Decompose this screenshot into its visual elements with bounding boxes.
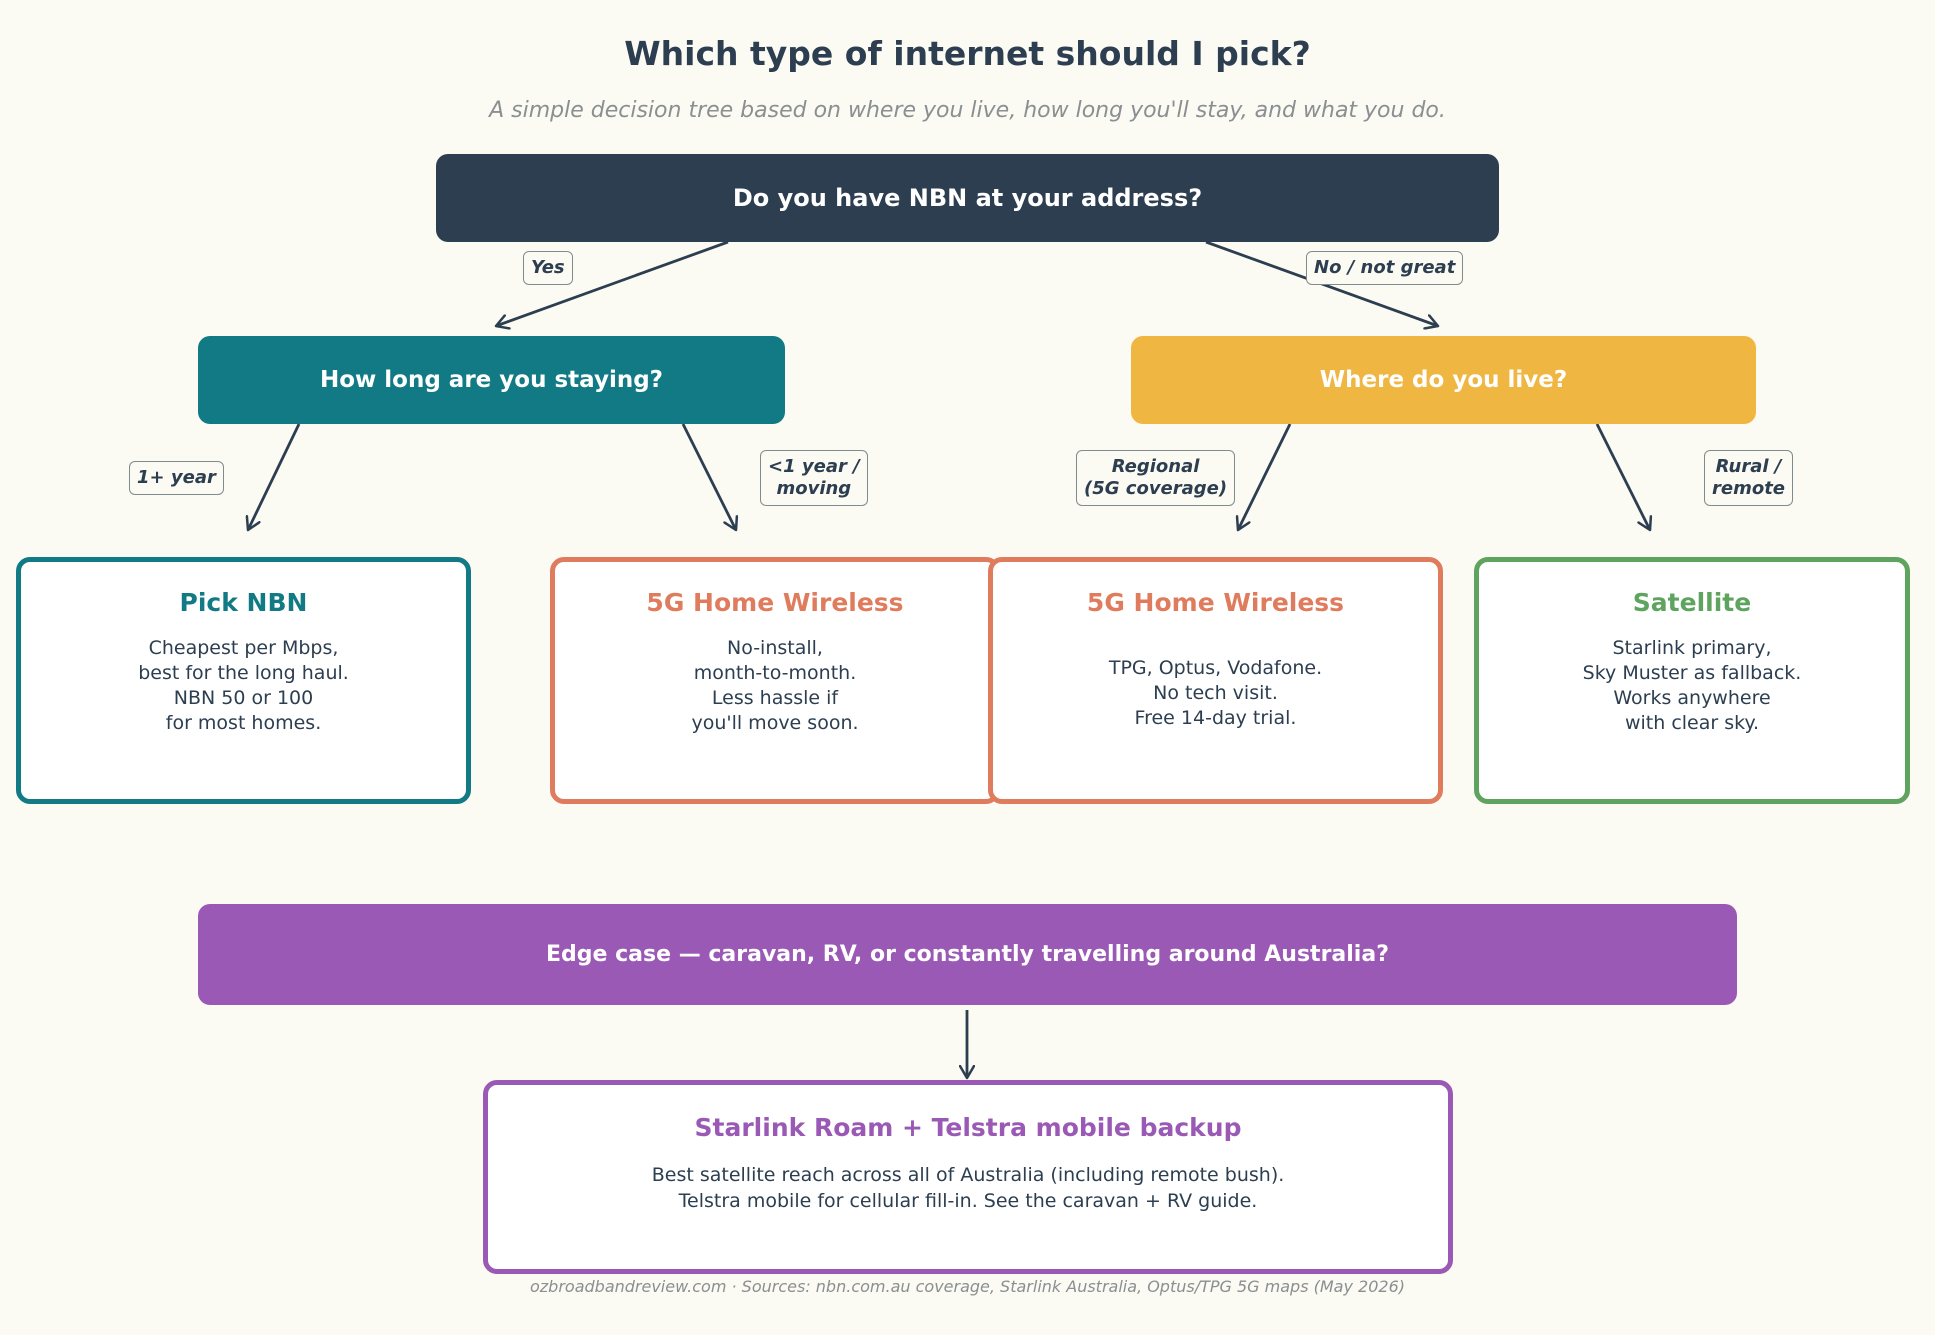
question-how-long-staying: How long are you staying? <box>198 336 785 424</box>
question-edge-case-travelling: Edge case — caravan, RV, or constantly t… <box>198 904 1737 1005</box>
question-nbn-at-address-label: Do you have NBN at your address? <box>732 184 1203 212</box>
answer-satellite-title: Satellite <box>1632 588 1752 617</box>
edge-label-yes: Yes <box>523 251 573 285</box>
answer-5g-regional-title: 5G Home Wireless <box>1086 588 1345 617</box>
question-where-live: Where do you live? <box>1131 336 1756 424</box>
page-title: Which type of internet should I pick? <box>624 34 1311 73</box>
answer-5g-regional-body: TPG, Optus, Vodafone. No tech visit. Fre… <box>1108 657 1323 729</box>
arrow-live-regional <box>1238 423 1292 530</box>
answer-satellite: Satellite Starlink primary, Sky Muster a… <box>1474 557 1910 804</box>
arrow-live-rural <box>1595 423 1650 530</box>
arrow-stay-less1 <box>681 423 736 530</box>
answer-satellite-body: Starlink primary, Sky Muster as fallback… <box>1582 637 1802 734</box>
answer-starlink-roam-title: Starlink Roam + Telstra mobile backup <box>694 1113 1242 1142</box>
question-where-live-label: Where do you live? <box>1319 367 1568 393</box>
question-how-long-staying-label: How long are you staying? <box>319 367 664 393</box>
page-subtitle: A simple decision tree based on where yo… <box>489 98 1446 123</box>
edge-label-no: No / not great <box>1306 251 1464 285</box>
answer-pick-nbn-body: Cheapest per Mbps, best for the long hau… <box>138 637 349 734</box>
footer-sources: ozbroadbandreview.com · Sources: nbn.com… <box>529 1277 1405 1296</box>
question-nbn-at-address: Do you have NBN at your address? <box>436 154 1499 242</box>
answer-pick-nbn-title: Pick NBN <box>179 588 308 617</box>
answer-5g-home-wireless-short-stay: 5G Home Wireless No-install, month-to-mo… <box>550 557 1000 804</box>
answer-5g-home-wireless-regional: 5G Home Wireless TPG, Optus, Vodafone. N… <box>988 557 1443 804</box>
question-edge-case-label: Edge case — caravan, RV, or constantly t… <box>546 942 1389 967</box>
edge-label-less-one-year: <1 year / moving <box>760 450 868 506</box>
edge-label-one-year: 1+ year <box>129 461 224 495</box>
arrow-root-yes <box>496 240 729 326</box>
answer-starlink-roam-body: Best satellite reach across all of Austr… <box>651 1164 1285 1212</box>
edge-label-rural: Rural / remote <box>1704 450 1794 506</box>
edge-label-regional: Regional (5G coverage) <box>1076 450 1236 506</box>
answer-starlink-roam-telstra: Starlink Roam + Telstra mobile backup Be… <box>483 1080 1453 1274</box>
arrow-stay-1year <box>248 423 301 530</box>
answer-pick-nbn: Pick NBN Cheapest per Mbps, best for the… <box>16 557 471 804</box>
answer-5g-short-stay-title: 5G Home Wireless <box>646 588 904 617</box>
answer-5g-short-stay-body: No-install, month-to-month. Less hassle … <box>691 637 859 734</box>
